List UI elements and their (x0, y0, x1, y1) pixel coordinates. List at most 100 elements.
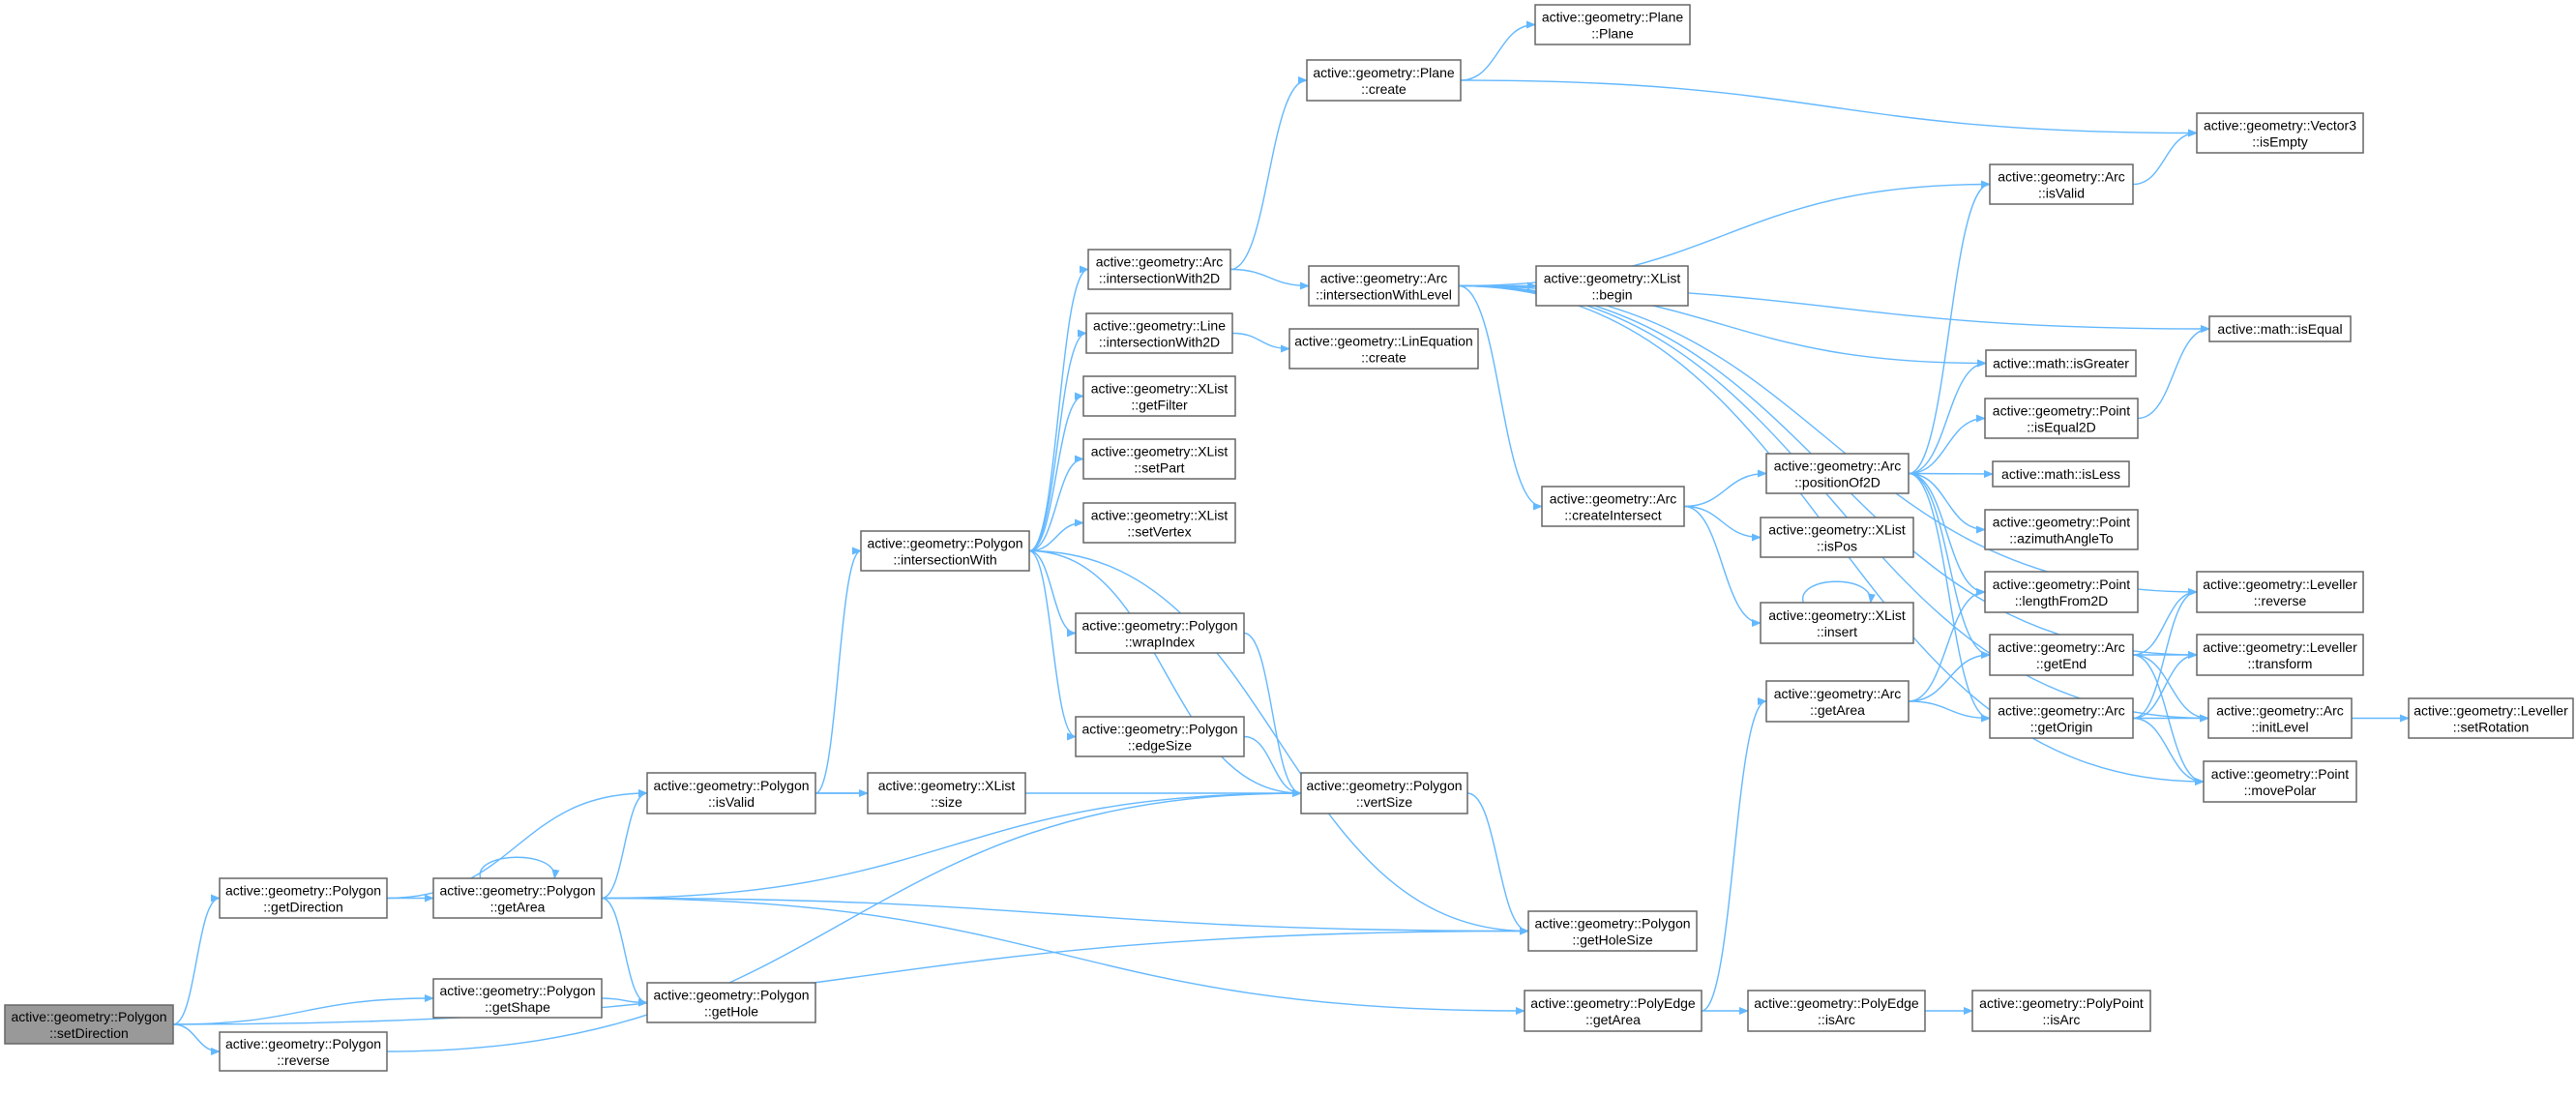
function-node[interactable]: active::geometry::Polygon::getHole (646, 982, 816, 1023)
function-node[interactable]: active::geometry::Polygon::wrapIndex (1075, 612, 1245, 654)
call-edge-createIntersect-to-positionOf2D (1683, 469, 1767, 508)
function-node[interactable]: active::geometry::Point::azimuthAngleTo (1984, 509, 2139, 550)
function-node[interactable]: active::geometry::PolyEdge::getArea (1524, 990, 1703, 1032)
node-label-line1: active::geometry::Polygon (439, 883, 595, 899)
node-label-line1: active::math::isGreater (1993, 356, 2129, 371)
node-label-line2: ::createIntersect (1564, 508, 1661, 523)
function-node[interactable]: active::geometry::PolyEdge::isArc (1747, 990, 1926, 1032)
node-box (219, 1031, 388, 1072)
node-box (1989, 163, 2134, 205)
function-node[interactable]: active::geometry::PolyPoint::isArc (1971, 990, 2151, 1032)
node-box (219, 877, 388, 919)
function-node[interactable]: active::geometry::Point::isEqual2D (1984, 398, 2139, 439)
node-box (432, 877, 603, 919)
call-edge-arcIW2D-to-iwLevel (1229, 268, 1310, 290)
function-node[interactable]: active::geometry::XList::setVertex (1082, 502, 1236, 544)
node-label-line1: active::geometry::PolyEdge (1754, 995, 1919, 1011)
function-node[interactable]: active::geometry::Arc::intersectionWith2… (1087, 249, 1231, 290)
node-box (2196, 634, 2364, 676)
node-label-line2: ::initLevel (2251, 720, 2308, 735)
node-label-line1: active::geometry::Polygon (439, 983, 595, 998)
function-node[interactable]: active::geometry::Plane::Plane (1534, 4, 1691, 45)
call-edge-arcIsValid-to-vector3IsEmpty (2132, 129, 2198, 186)
function-node[interactable]: active::geometry::LinEquation::create (1288, 328, 1479, 370)
function-node[interactable]: active::geometry::Polygon::getArea (432, 877, 603, 919)
node-label-line2: ::movePolar (2244, 783, 2317, 798)
function-node[interactable]: active::geometry::Polygon::getHoleSize (1527, 910, 1698, 952)
call-edge-intersectionWith-to-edgeSize (1028, 549, 1077, 741)
node-box (2196, 112, 2364, 154)
call-edge-arcIW2D-to-planeCreate (1229, 76, 1308, 271)
function-node[interactable]: active::geometry::Polygon::intersectionW… (860, 530, 1030, 572)
node-label-line2: ::getHole (704, 1004, 758, 1020)
function-node[interactable]: active::geometry::XList::setPart (1082, 438, 1236, 480)
function-node[interactable]: active::geometry::Arc::createIntersect (1541, 486, 1685, 527)
function-node[interactable]: active::geometry::XList::begin (1535, 265, 1689, 307)
node-box (1300, 772, 1468, 814)
function-node[interactable]: active::geometry::Polygon::reverse (219, 1031, 388, 1072)
function-node[interactable]: active::geometry::Polygon::getShape (432, 978, 603, 1019)
call-edge-lineIW2D-to-linEqCreate (1231, 332, 1290, 353)
function-node[interactable]: active::geometry::Arc::intersectionWithL… (1308, 265, 1460, 307)
node-box (1992, 460, 2130, 488)
function-node[interactable]: active::math::isLess (1992, 460, 2130, 488)
node-box (1308, 265, 1460, 307)
node-box (1984, 509, 2139, 550)
function-node[interactable]: active::geometry::Arc::getOrigin (1989, 697, 2134, 739)
function-node[interactable]: active::geometry::Polygon::getDirection (219, 877, 388, 919)
call-edge-intersectionWith-to-setPart (1028, 455, 1084, 552)
call-edge-setDirection-to-getShape (172, 994, 434, 1025)
call-edge-setDirection-to-getHoleSize (172, 927, 1529, 1025)
function-node[interactable]: active::geometry::Line::intersectionWith… (1085, 312, 1233, 354)
call-edge-setDirection-to-getDirection (172, 894, 221, 1025)
function-node[interactable]: active::geometry::Leveller::setRotation (2408, 697, 2574, 739)
function-node[interactable]: active::geometry::Arc::getArea (1765, 680, 1910, 723)
function-node[interactable]: active::geometry::Arc::positionOf2D (1765, 453, 1910, 494)
function-node[interactable]: active::geometry::Polygon::vertSize (1300, 772, 1468, 814)
function-node[interactable]: active::geometry::Point::movePolar (2203, 760, 2357, 803)
function-node[interactable]: active::geometry::XList::size (867, 772, 1026, 814)
function-node[interactable]: active::geometry::XList::insert (1760, 602, 1914, 644)
call-edge-planeCreate-to-planePlane (1460, 20, 1536, 81)
function-node[interactable]: active::geometry::Leveller::transform (2196, 634, 2364, 676)
call-edge-polyGetArea-to-polyIsValid (601, 789, 648, 900)
node-label-line2: ::getArea (1810, 702, 1865, 718)
node-label-line1: active::geometry::Arc (1320, 271, 1448, 286)
call-edge-getOrigin-to-movePolar (2132, 717, 2205, 785)
function-node[interactable]: active::geometry::XList::isPos (1760, 517, 1914, 558)
node-box (1087, 249, 1231, 290)
function-node[interactable]: active::geometry::Polygon::edgeSize (1075, 716, 1245, 757)
function-node[interactable]: active::geometry::Arc::initLevel (2207, 697, 2353, 739)
node-box (1075, 612, 1245, 654)
function-node[interactable]: active::geometry::Vector3::isEmpty (2196, 112, 2364, 154)
function-node[interactable]: active::math::isEqual (2208, 315, 2352, 342)
node-label-line1: active::geometry::Arc (2216, 703, 2344, 719)
node-box (1760, 517, 1914, 558)
call-edge-positionOf2D-to-lengthFrom2D (1908, 472, 1986, 596)
node-box (1534, 4, 1691, 45)
node-label-line1: active::geometry::Line (1093, 318, 1226, 334)
node-label-line2: ::setDirection (49, 1025, 129, 1041)
root-function-node[interactable]: active::geometry::Polygon::setDirection (4, 1004, 174, 1045)
node-layer: active::geometry::Polygon::setDirectiona… (4, 4, 2574, 1072)
call-edge-positionOf2D-to-arcIsValid (1908, 180, 1991, 475)
function-node[interactable]: active::geometry::Plane::create (1306, 59, 1462, 102)
call-edge-getDirection-to-polyIsValid (386, 789, 648, 900)
function-node[interactable]: active::geometry::Arc::getEnd (1989, 634, 2134, 676)
function-node[interactable]: active::geometry::Polygon::isValid (646, 772, 816, 814)
call-edge-polyGetArea-to-vertSize (601, 789, 1302, 900)
function-node[interactable]: active::geometry::Arc::isValid (1989, 163, 2134, 205)
node-label-line1: active::geometry::Polygon (867, 536, 1022, 551)
node-label-line1: active::geometry::Arc (1550, 491, 1677, 507)
function-node[interactable]: active::geometry::Leveller::reverse (2196, 571, 2364, 613)
node-label-line1: active::geometry::Point (1993, 403, 2131, 419)
function-node[interactable]: active::geometry::XList::getFilter (1082, 375, 1236, 417)
node-label-line1: active::math::isLess (2001, 466, 2120, 482)
function-node[interactable]: active::geometry::Point::lengthFrom2D (1984, 571, 2139, 613)
node-label-line2: ::setVertex (1127, 524, 1191, 540)
function-node[interactable]: active::math::isGreater (1985, 349, 2137, 377)
call-edge-positionOf2D-to-isLess (1908, 469, 1994, 478)
node-label-line2: ::reverse (2254, 593, 2307, 608)
call-edge-getOrigin-to-levReverse (2132, 588, 2198, 720)
